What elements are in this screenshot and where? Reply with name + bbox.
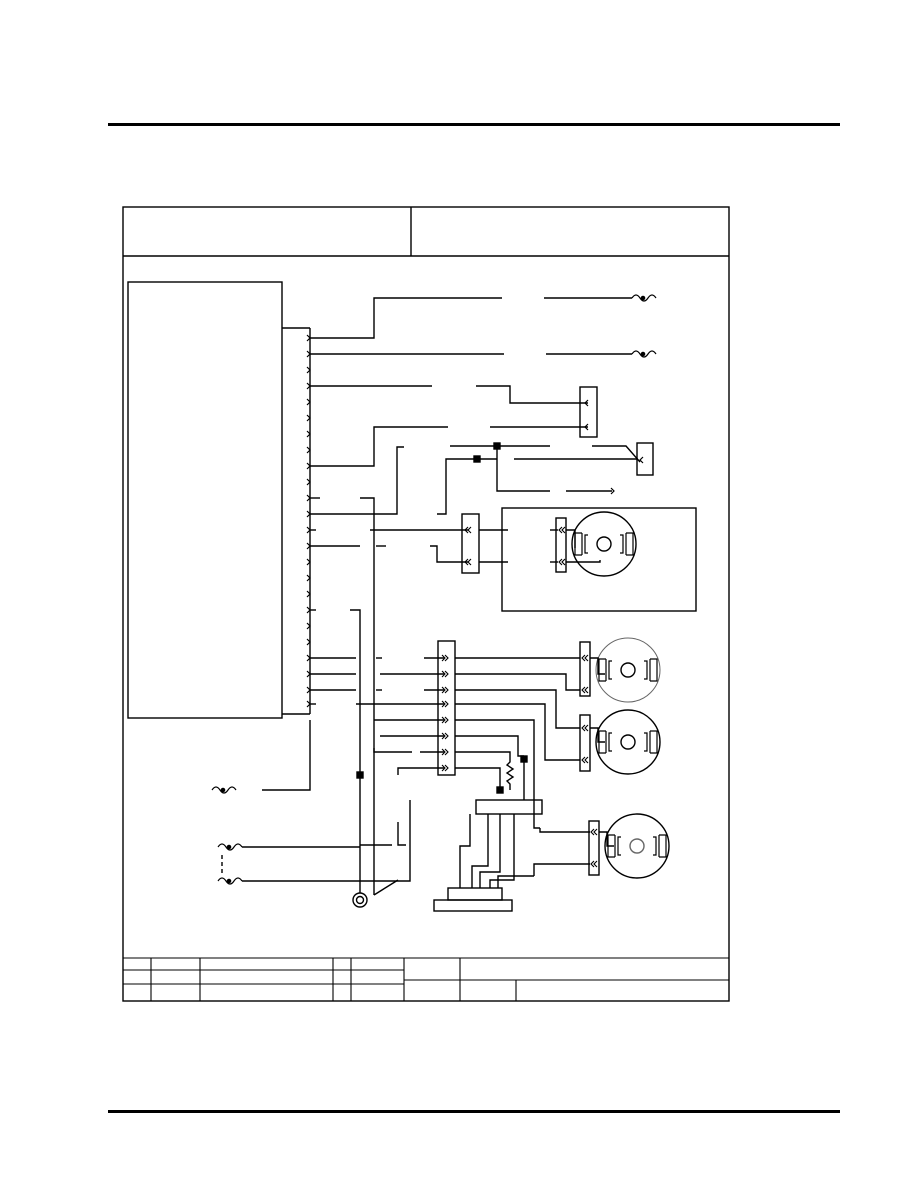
title-block: [122, 206, 730, 1002]
control-panel: [127, 281, 311, 719]
harness-plug: [433, 814, 534, 912]
motor-4: [533, 813, 670, 879]
ground-terminal-icon: [352, 890, 368, 908]
lower-connector: [360, 640, 456, 846]
top-page-rule: [108, 123, 840, 126]
motor-2: [455, 637, 661, 703]
motor-3: [455, 689, 661, 775]
bottom-page-rule: [108, 1110, 840, 1113]
revision-table: [123, 957, 729, 1001]
upper-wiring: [310, 294, 657, 515]
resistor-network: [455, 719, 543, 829]
power-input: [217, 800, 411, 896]
motor-enclosure: [501, 507, 697, 612]
middle-wiring: [211, 497, 468, 895]
upper-connector: [461, 513, 558, 574]
